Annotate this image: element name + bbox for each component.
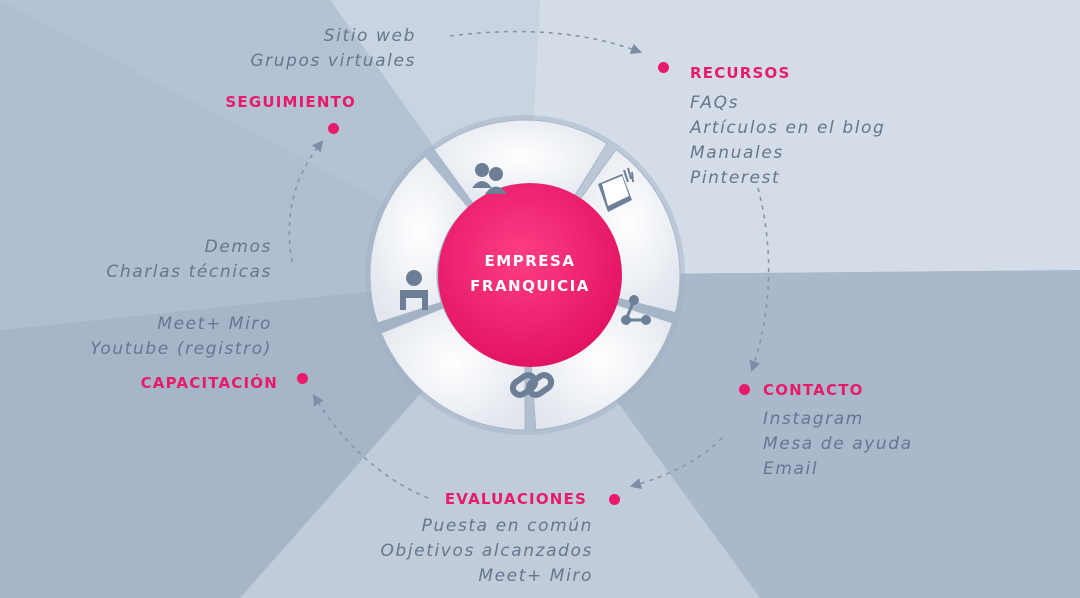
arrow-top — [449, 30, 643, 55]
recursos-item: FAQs — [690, 93, 740, 113]
center-core — [438, 183, 622, 367]
contacto-title: CONTACTO — [763, 381, 864, 399]
recursos-item: Manuales — [690, 143, 784, 163]
share-icon — [621, 295, 651, 325]
person-icon — [400, 270, 428, 310]
ray-bottom-right — [525, 270, 1080, 598]
seguimiento-title: SEGUIMIENTO — [225, 93, 356, 111]
evaluaciones-item: Meet+ Miro — [478, 566, 593, 586]
recursos-item: Pinterest — [690, 168, 781, 188]
contacto-dot — [739, 384, 750, 395]
evaluaciones-dot — [609, 494, 620, 505]
arrow-right — [749, 187, 770, 373]
top-item-virtual-groups: Grupos virtuales — [250, 51, 416, 71]
book-icon — [598, 167, 634, 212]
capacitacion-title: CAPACITACIÓN — [140, 374, 278, 392]
capacitacion-item: Youtube (registro) — [90, 339, 272, 359]
evaluaciones-title: EVALUACIONES — [444, 490, 587, 508]
recursos-title: RECURSOS — [690, 64, 791, 82]
evaluaciones-item: Puesta en común — [421, 516, 593, 536]
segment-training — [369, 155, 470, 324]
center-label-line2: FRANQUICIA — [470, 277, 590, 295]
recursos-item: Artículos en el blog — [690, 118, 886, 138]
recursos-dot — [658, 62, 669, 73]
users-icon — [472, 163, 507, 194]
contacto-item: Instagram — [763, 409, 864, 429]
ray-bottom — [240, 275, 760, 598]
seguimiento-item: Demos — [204, 237, 272, 257]
arrow-left — [288, 140, 324, 263]
contacto-item: Email — [763, 459, 819, 479]
top-item-website: Sitio web — [323, 26, 416, 46]
capacitacion-item: Meet+ Miro — [157, 314, 272, 334]
contacto-item: Mesa de ayuda — [763, 434, 913, 454]
seguimiento-dot — [328, 123, 339, 134]
franchise-wheel — [365, 115, 685, 435]
evaluaciones-item: Objetivos alcanzados — [380, 541, 593, 561]
center-label-line1: EMPRESA — [484, 252, 576, 270]
capacitacion-dot — [297, 373, 308, 384]
arrow-bottom-right — [629, 437, 723, 490]
link-icon — [509, 372, 555, 398]
arrow-bottom-left — [312, 394, 429, 499]
seguimiento-item: Charlas técnicas — [106, 262, 272, 282]
